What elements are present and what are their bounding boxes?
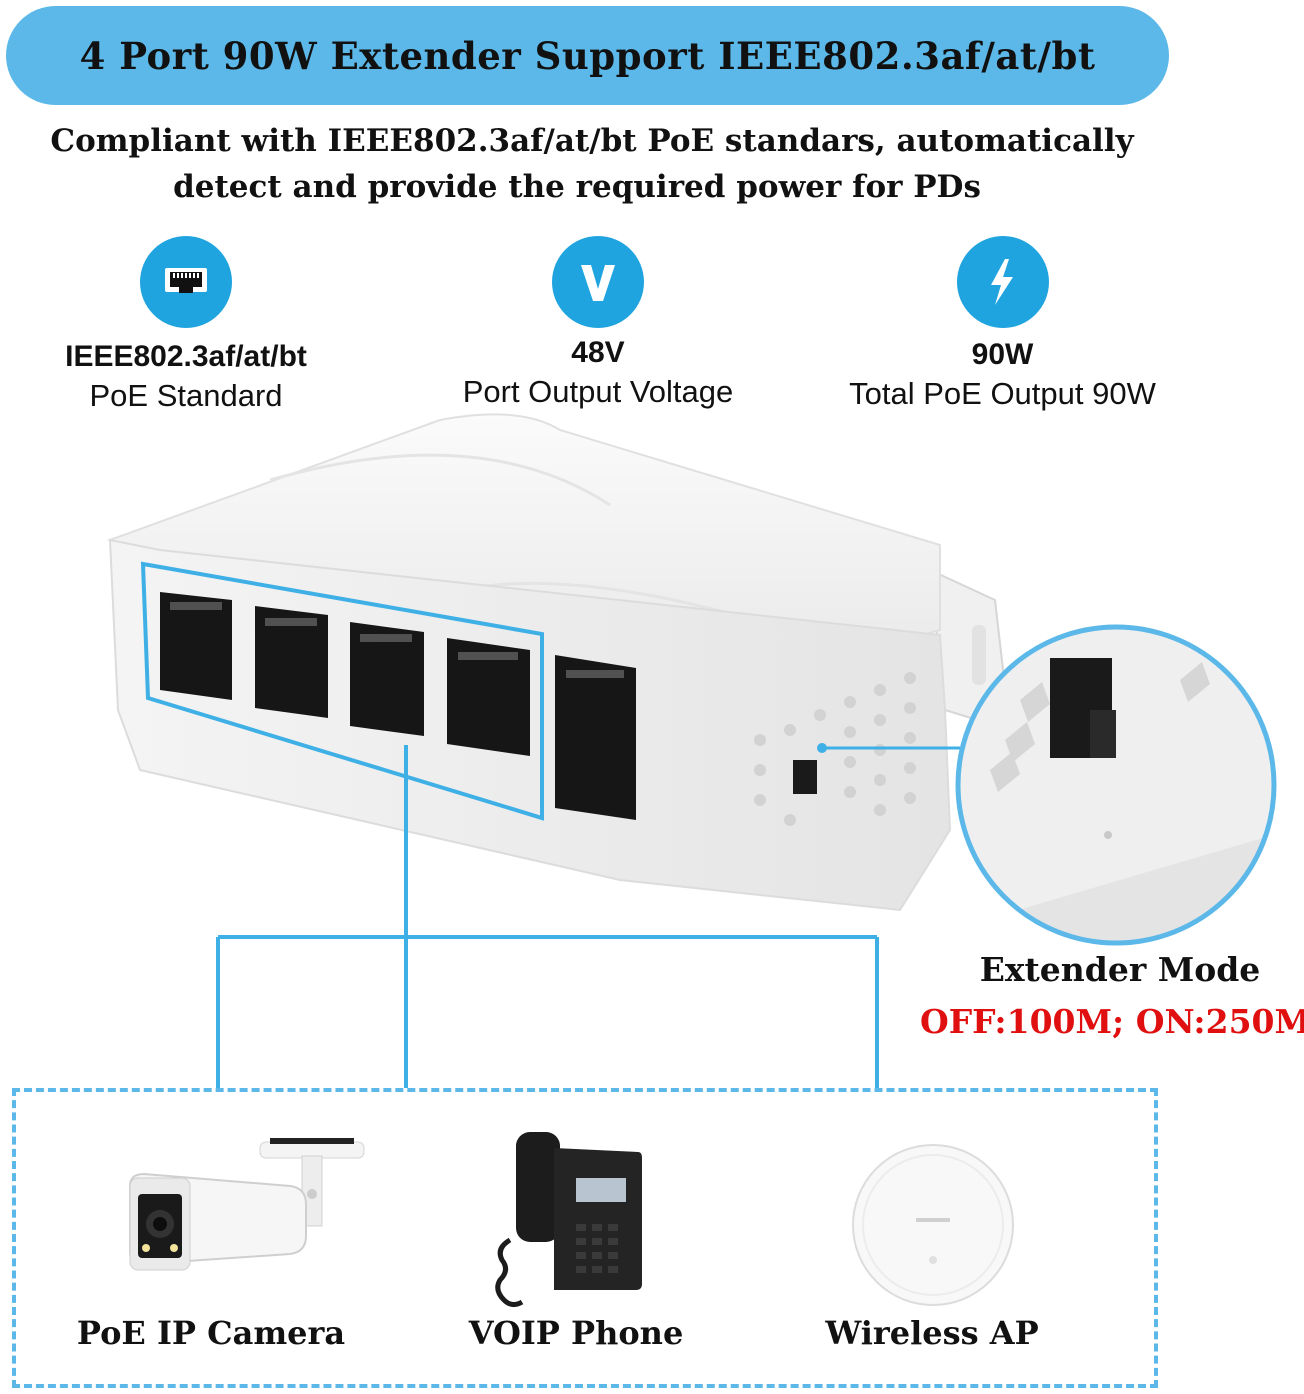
feature-value: 90W — [971, 338, 1034, 371]
endpoint-label-voip-phone: VOIP Phone — [468, 1314, 684, 1352]
subtitle: Compliant with IEEE802.3af/at/bt PoE sta… — [0, 118, 1184, 210]
powered-devices-box — [12, 1088, 1158, 1388]
ip-camera-icon — [129, 1138, 365, 1271]
subtitle-line-1: Compliant with IEEE802.3af/at/bt PoE sta… — [50, 123, 1134, 159]
feature-poe-standard: IEEE802.3af/at/bt PoE Standard — [36, 236, 336, 414]
lightning-bolt-icon — [956, 236, 1049, 328]
poe-extender-illustration — [106, 413, 1277, 1088]
voip-phone-icon — [495, 1132, 642, 1308]
feature-total-output: 90W Total PoE Output 90W — [830, 236, 1175, 412]
endpoint-label-ip-camera: PoE IP Camera — [76, 1314, 346, 1352]
page-title: 4 Port 90W Extender Support IEEE802.3af/… — [79, 33, 1096, 78]
extender-mode-title: Extender Mode — [979, 950, 1261, 989]
feature-value: IEEE802.3af/at/bt — [65, 340, 307, 373]
subtitle-line-2: detect and provide the required power fo… — [173, 169, 981, 205]
feature-label: PoE Standard — [89, 378, 283, 413]
extender-mode-values: OFF:100M; ON:250M — [920, 1002, 1304, 1041]
endpoint-label-wireless-ap: Wireless AP — [825, 1314, 1039, 1352]
feature-label: Port Output Voltage — [462, 374, 734, 409]
ethernet-port-icon — [140, 236, 232, 328]
wireless-ap-icon — [852, 1144, 1014, 1306]
feature-label: Total PoE Output 90W — [849, 376, 1156, 411]
voltage-v-icon — [552, 236, 644, 328]
title-banner: 4 Port 90W Extender Support IEEE802.3af/… — [6, 6, 1169, 105]
feature-output-voltage: 48V Port Output Voltage — [448, 236, 748, 410]
feature-value: 48V — [571, 336, 625, 369]
